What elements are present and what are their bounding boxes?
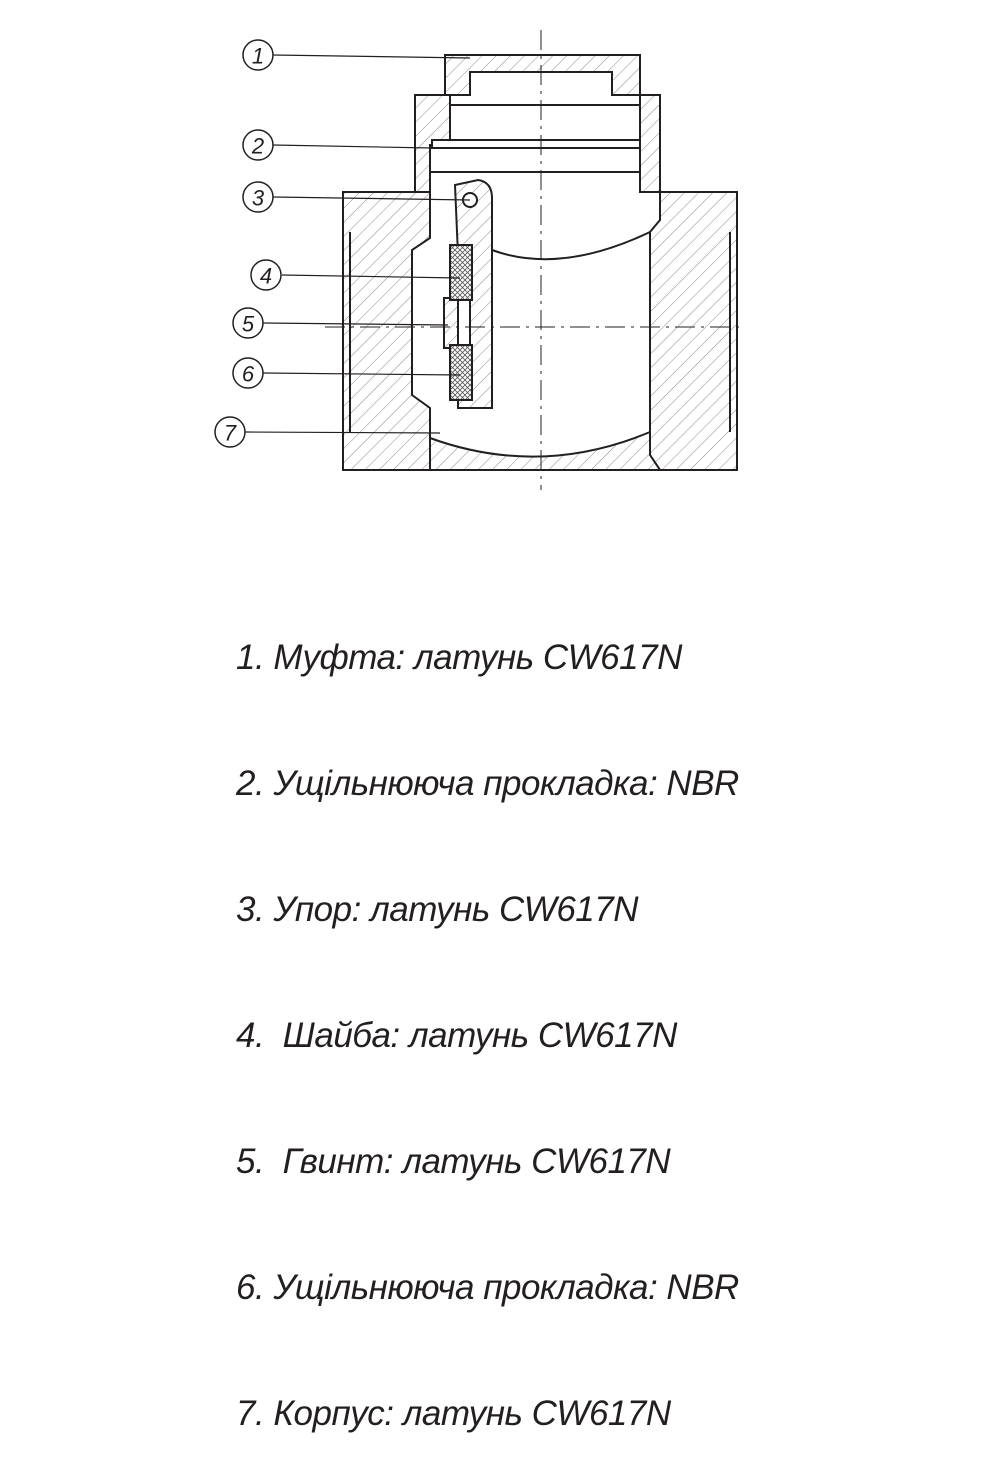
check-valve-cross-section: 1 2 3 4 5 6 7: [214, 30, 745, 490]
leader-6: [262, 372, 461, 376]
callout-circle-5: [232, 307, 264, 339]
flow-bore-outline: [430, 171, 651, 261]
top-gasket: [431, 139, 641, 149]
callout-label-7: 7: [224, 421, 237, 446]
legend-item-2: 2. Ущільнююча прокладка: NBR: [236, 764, 739, 803]
legend-item-7: 7. Корпус: латунь CW617N: [236, 1394, 671, 1433]
leader-7: [244, 431, 441, 434]
body-neck-right: [639, 94, 661, 193]
callout-circle-7: [214, 416, 246, 448]
callout-circle-2: [242, 129, 274, 161]
legend-item-5: 5. Гвинт: латунь CW617N: [236, 1142, 671, 1181]
leader-4: [281, 274, 461, 279]
cap-nut: [444, 54, 641, 96]
callout-circle-4: [250, 259, 282, 291]
cap-inner: [449, 95, 641, 140]
callout-label-4: 4: [260, 264, 272, 289]
callout-label-1: 1: [252, 44, 264, 69]
leader-2: [272, 144, 433, 149]
callout-label-6: 6: [242, 362, 255, 387]
leader-1: [272, 54, 471, 59]
legend-item-3: 3. Упор: латунь CW617N: [236, 890, 638, 929]
callout-label-2: 2: [251, 134, 264, 159]
callout-circle-1: [242, 39, 274, 71]
screw: [443, 297, 459, 349]
body-left-wall: [342, 191, 431, 471]
callout-label-3: 3: [252, 186, 265, 211]
body-bottom: [429, 430, 662, 471]
legend-item-4: 4. Шайба: латунь CW617N: [236, 1016, 677, 1055]
callout-circle-3: [242, 181, 274, 213]
seal-gasket-bottom: [449, 344, 473, 401]
seal-gasket-top: [449, 244, 473, 301]
parts-legend: 1. Муфта: латунь CW617N 2. Ущільнююча пр…: [236, 553, 739, 1477]
legend-item-6: 6. Ущільнююча прокладка: NBR: [236, 1268, 739, 1307]
leader-5: [262, 322, 449, 326]
callout-label-5: 5: [242, 312, 255, 337]
leader-3: [272, 196, 471, 201]
legend-item-1: 1. Муфта: латунь CW617N: [236, 638, 682, 677]
callout-circle-6: [232, 357, 264, 389]
body-right-wall: [649, 191, 738, 471]
